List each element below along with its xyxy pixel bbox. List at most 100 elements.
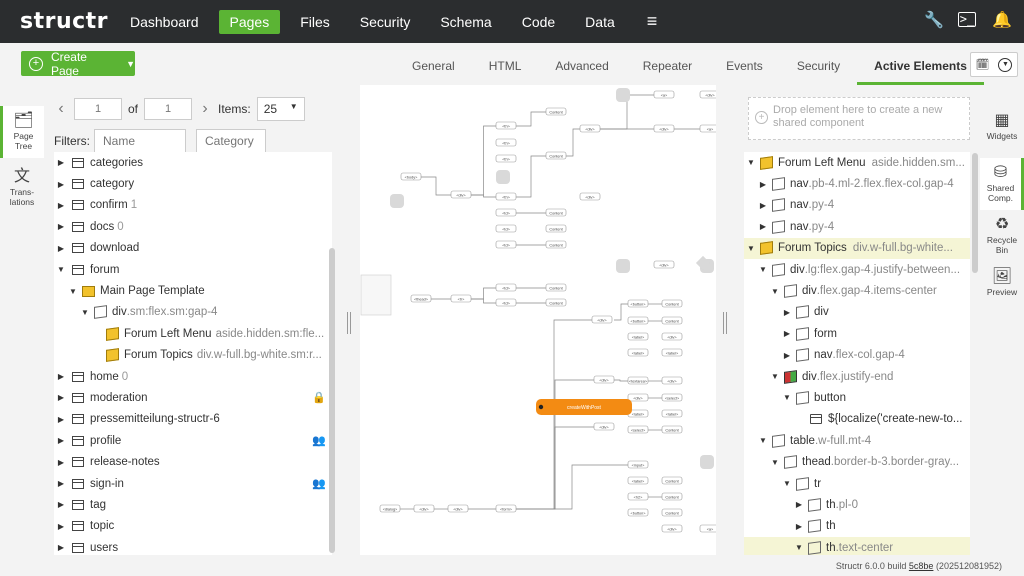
user-group-icon[interactable]: 👥: [312, 435, 326, 448]
expand-toggle-icon[interactable]: ▶: [57, 222, 65, 232]
graph-node[interactable]: <div>: [413, 504, 435, 513]
page-tree-scrollbar[interactable]: [329, 248, 335, 553]
graph-node[interactable]: <div>: [627, 393, 649, 402]
graph-node[interactable]: <div>: [653, 260, 675, 269]
collapsed-node[interactable]: [616, 259, 630, 273]
expand-toggle-icon[interactable]: ▶: [759, 222, 767, 232]
graph-node[interactable]: Content: [661, 476, 683, 485]
page-tree-node[interactable]: ▼forum: [54, 259, 332, 280]
graph-node[interactable]: <form>: [495, 504, 517, 513]
collapsed-node[interactable]: [700, 455, 714, 469]
graph-node[interactable]: <div>: [661, 524, 683, 533]
collapse-toggle-icon[interactable]: ▼: [759, 436, 767, 446]
page-tree-node[interactable]: ▶tag: [54, 494, 332, 515]
collapse-toggle-icon[interactable]: ▼: [759, 265, 767, 275]
shared-tree-node[interactable]: ▶form: [744, 323, 970, 344]
graph-node[interactable]: <label>: [661, 409, 683, 418]
shared-tree-node[interactable]: ▼div.lg:flex.gap-4.justify-between...: [744, 259, 970, 280]
tab-advanced[interactable]: Advanced: [555, 59, 609, 73]
expand-toggle-icon[interactable]: ▶: [57, 179, 65, 189]
graph-node[interactable]: <select>: [627, 425, 649, 434]
graph-node[interactable]: <a>: [699, 124, 716, 133]
graph-node[interactable]: <label>: [627, 476, 649, 485]
collapse-toggle-icon[interactable]: ▼: [783, 479, 791, 489]
nav-pages[interactable]: Pages: [218, 9, 281, 34]
expand-toggle-icon[interactable]: ▶: [57, 200, 65, 210]
page-tree-node[interactable]: ▶pressemitteilung-structr-6: [54, 409, 332, 430]
category-filter-input[interactable]: [196, 129, 266, 153]
graph-node[interactable]: <div>: [579, 124, 601, 133]
nav-code[interactable]: Code: [521, 13, 556, 30]
page-tree-node[interactable]: ▼div.sm:flex.sm:gap-4: [54, 302, 332, 323]
expand-toggle-icon[interactable]: ▶: [57, 543, 65, 553]
table-node[interactable]: [360, 274, 392, 316]
shared-tree-node[interactable]: ▼table.w-full.mt-4: [744, 430, 970, 451]
expand-toggle-icon[interactable]: ▶: [57, 414, 65, 424]
structr-logo[interactable]: structr: [20, 9, 109, 34]
collapsed-node[interactable]: [390, 194, 404, 208]
expand-toggle-icon[interactable]: ▶: [759, 200, 767, 210]
page-tree-node[interactable]: ▼Main Page Template: [54, 280, 332, 301]
shared-tree-node[interactable]: ${localize('create-new-to...: [744, 409, 970, 430]
nav-schema[interactable]: Schema: [440, 13, 492, 30]
graph-node[interactable]: Content: [545, 283, 567, 292]
terminal-icon[interactable]: >_: [958, 12, 976, 27]
nav-dashboard[interactable]: Dashboard: [130, 13, 199, 30]
expand-toggle-icon[interactable]: ▶: [759, 179, 767, 189]
graph-node[interactable]: <button>: [627, 299, 649, 308]
graph-node[interactable]: Content: [545, 240, 567, 249]
graph-node[interactable]: <button>: [627, 316, 649, 325]
notification-bell-icon[interactable]: 🔔: [992, 12, 1012, 29]
build-link[interactable]: 5c8be: [908, 561, 934, 571]
graph-node[interactable]: Content: [661, 299, 683, 308]
collapse-toggle-icon[interactable]: ▼: [747, 158, 755, 168]
graph-node[interactable]: Content: [545, 208, 567, 217]
graph-node[interactable]: <td>: [495, 283, 517, 292]
graph-node[interactable]: <a>: [699, 524, 716, 533]
graph-node[interactable]: <th>: [495, 192, 517, 201]
prev-page-icon[interactable]: ‹: [58, 100, 64, 117]
tab-html[interactable]: HTML: [488, 59, 522, 73]
page-tree-node[interactable]: ▶categories: [54, 152, 332, 173]
expand-toggle-icon[interactable]: ▶: [57, 393, 65, 403]
graph-node[interactable]: Content: [545, 151, 567, 160]
shared-tree-node[interactable]: ▶nav.pb-4.ml-2.flex.flex-col.gap-4: [744, 173, 970, 194]
collapse-toggle-icon[interactable]: ▼: [747, 243, 755, 253]
graph-node[interactable]: Content: [661, 508, 683, 517]
create-page-button[interactable]: + Create Page ▼: [21, 50, 135, 78]
graph-node[interactable]: <td>: [495, 298, 517, 307]
collapse-toggle-icon[interactable]: ▼: [57, 265, 65, 275]
graph-node[interactable]: <div>: [593, 422, 615, 431]
tab-repeater[interactable]: Repeater: [642, 59, 693, 73]
shared-component-dropzone[interactable]: + Drop element here to create a new shar…: [748, 97, 970, 140]
shared-tree-node[interactable]: ▶nav.py-4: [744, 216, 970, 237]
graph-node[interactable]: <thead>: [410, 294, 432, 303]
shared-tree-node[interactable]: ▼button: [744, 387, 970, 408]
nav-files[interactable]: Files: [300, 13, 330, 30]
graph-node[interactable]: <input>: [627, 460, 649, 469]
tab-general[interactable]: General: [412, 59, 455, 73]
tab-security[interactable]: Security: [796, 59, 841, 73]
expand-toggle-icon[interactable]: ▶: [783, 350, 791, 360]
shared-tree-node[interactable]: ▼div.flex.justify-end: [744, 366, 970, 387]
graph-node[interactable]: <div>: [579, 192, 601, 201]
right-splitter-handle[interactable]: [723, 312, 727, 334]
graph-node[interactable]: <div>: [653, 124, 675, 133]
graph-node[interactable]: <th>: [495, 154, 517, 163]
expand-toggle-icon[interactable]: ▶: [57, 372, 65, 382]
wrench-icon[interactable]: 🔧: [924, 12, 944, 29]
expand-toggle-icon[interactable]: ▶: [783, 329, 791, 339]
graph-node[interactable]: <div>: [699, 90, 716, 99]
expand-toggle-icon[interactable]: ▶: [57, 436, 65, 446]
graph-node[interactable]: <dialog>: [379, 504, 401, 513]
calendar-gear-icon[interactable]: 🗓: [975, 59, 990, 71]
shared-tree-node[interactable]: ▼div.flex.gap-4.items-center: [744, 280, 970, 301]
graph-node[interactable]: Content: [545, 298, 567, 307]
collapse-toggle-icon[interactable]: ▼: [771, 372, 779, 382]
